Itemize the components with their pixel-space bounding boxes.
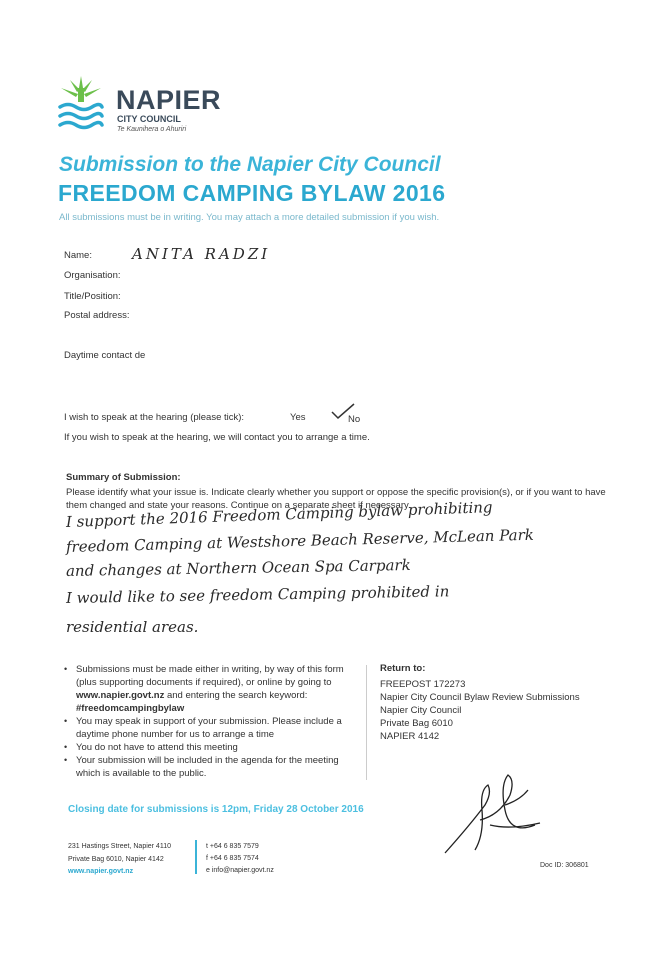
- footer-divider: [195, 840, 197, 874]
- closing-date: Closing date for submissions is 12pm, Fr…: [68, 804, 364, 815]
- divider: [366, 665, 367, 780]
- bullet-item: Submissions must be made either in writi…: [62, 663, 352, 715]
- speak-label: I wish to speak at the hearing (please t…: [64, 412, 245, 423]
- bullet-item: You do not have to attend this meeting: [62, 741, 352, 754]
- info-bullets: Submissions must be made either in writi…: [62, 663, 352, 780]
- organisation-label: Organisation:: [64, 270, 121, 281]
- page-title: Submission to the Napier City Council: [59, 153, 441, 176]
- page-subtitle: FREEDOM CAMPING BYLAW 2016: [58, 180, 446, 206]
- doc-id: Doc ID: 306801: [540, 862, 589, 869]
- website-link[interactable]: www.napier.govt.nz: [76, 690, 165, 701]
- yes-option[interactable]: Yes: [290, 412, 306, 423]
- bullet-item: Your submission will be included in the …: [62, 754, 352, 780]
- signature-image: [444, 774, 541, 854]
- daytime-contact-label: Daytime contact de: [64, 350, 146, 361]
- no-option[interactable]: No: [348, 414, 361, 425]
- bullet-item: You may speak in support of your submiss…: [62, 715, 352, 741]
- return-heading: Return to:: [380, 663, 426, 674]
- footer-address: Private Bag 6010, Napier 4142: [68, 856, 164, 863]
- intro-text: All submissions must be in writing. You …: [59, 212, 440, 223]
- footer-address: 231 Hastings Street, Napier 4110: [68, 843, 171, 850]
- tick-mark-icon: [331, 403, 355, 420]
- name-field[interactable]: ANITA RADZI: [132, 245, 271, 263]
- return-line: Napier City Council Bylaw Review Submiss…: [380, 692, 580, 703]
- postal-address-label: Postal address:: [64, 310, 130, 321]
- brand-sub: CITY COUNCIL: [117, 114, 181, 124]
- return-line: NAPIER 4142: [380, 731, 440, 742]
- handwritten-line: residential areas.: [66, 618, 199, 636]
- handwritten-line: freedom Camping at Westshore Beach Reser…: [65, 525, 535, 556]
- footer-fax: f +64 6 835 7574: [206, 855, 259, 862]
- title-position-label: Title/Position:: [64, 291, 121, 302]
- search-keyword: #freedomcampingbylaw: [76, 703, 185, 714]
- speak-note: If you wish to speak at the hearing, we …: [64, 432, 370, 443]
- brand-name: NAPIER: [116, 85, 222, 115]
- handwritten-line: and changes at Northern Ocean Spa Carpar…: [65, 555, 411, 580]
- return-line: Private Bag 6010: [380, 718, 453, 729]
- footer-url[interactable]: www.napier.govt.nz: [68, 868, 134, 875]
- napier-logo-icon: [58, 76, 104, 130]
- brand-maori: Te Kaunihera o Ahuriri: [117, 126, 187, 133]
- footer-phone: t +64 6 835 7579: [206, 843, 259, 850]
- summary-heading: Summary of Submission:: [66, 472, 181, 483]
- summary-instructions: Please identify what your issue is. Indi…: [66, 487, 606, 511]
- handwritten-line: I would like to see freedom Camping proh…: [65, 582, 450, 607]
- return-line: Napier City Council: [380, 705, 462, 716]
- name-label: Name:: [64, 250, 92, 261]
- return-line: FREEPOST 172273: [380, 679, 466, 690]
- footer-email[interactable]: e info@napier.govt.nz: [206, 867, 274, 874]
